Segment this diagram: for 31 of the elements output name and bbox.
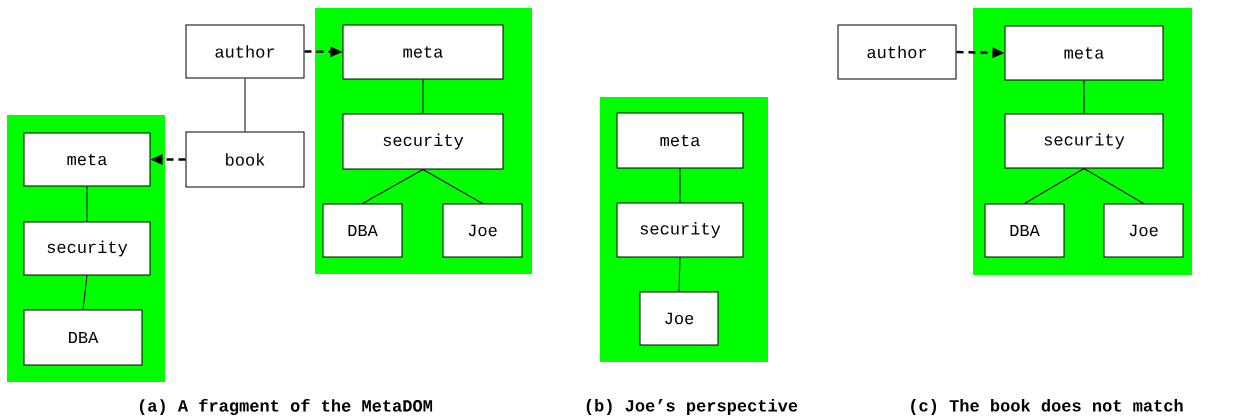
text-box: security xyxy=(1004,113,1164,169)
text-box: DBA xyxy=(23,309,143,366)
connector-line xyxy=(679,168,681,203)
text-box: Joe xyxy=(639,291,719,346)
text-box: meta xyxy=(342,24,504,80)
connector-line xyxy=(1083,168,1144,204)
text-box: DBA xyxy=(984,203,1065,258)
text-box: security xyxy=(23,221,151,276)
text-box: security xyxy=(342,113,504,170)
text-box: author xyxy=(185,24,305,79)
connector-line xyxy=(244,78,246,132)
text-box: meta xyxy=(1004,25,1164,81)
figure-caption: (a) A fragment of the MetaDOM xyxy=(139,398,433,416)
text-box: author xyxy=(837,24,957,80)
text-box: Joe xyxy=(442,203,523,258)
connector-line xyxy=(86,186,88,222)
text-box: meta xyxy=(616,112,744,169)
connector-line xyxy=(1083,80,1085,114)
connector-line xyxy=(422,169,483,204)
connector-line xyxy=(1024,168,1085,204)
text-box: DBA xyxy=(322,203,403,258)
text-box: security xyxy=(616,202,744,258)
text-box: Joe xyxy=(1103,203,1184,258)
connector-line xyxy=(422,79,424,114)
connector-line xyxy=(678,257,681,292)
text-box: book xyxy=(185,131,305,188)
figure-caption: (b) Joe’s perspective xyxy=(586,399,798,415)
figure-caption: (c) The book does not match xyxy=(911,399,1183,415)
text-box: meta xyxy=(23,132,151,187)
connector-line xyxy=(362,169,424,204)
connector-line xyxy=(82,275,88,310)
